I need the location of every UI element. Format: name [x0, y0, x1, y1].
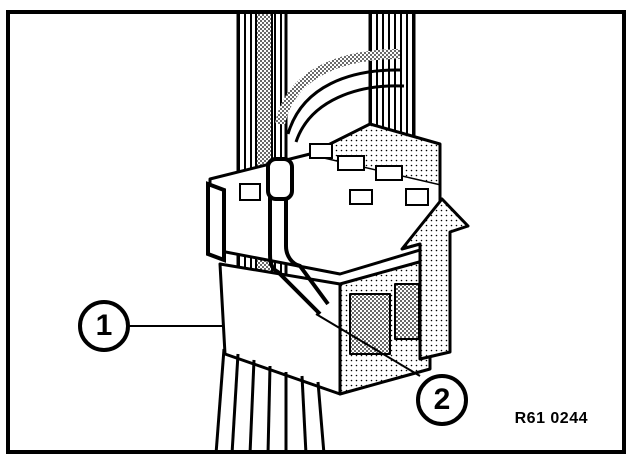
connector-housing [208, 122, 442, 396]
callout-1-label: 1 [95, 309, 113, 342]
wire-harness-lower [214, 348, 326, 450]
leader-lines [128, 313, 421, 377]
callout-1: 1 [78, 300, 130, 352]
callout-2-label: 2 [433, 383, 451, 416]
reference-code: R61 0244 [514, 410, 588, 427]
curved-wires [275, 49, 405, 143]
diagram-frame: 1 2 R61 0244 [6, 10, 626, 454]
connector-illustration [128, 14, 470, 450]
locking-clip [206, 157, 330, 316]
connector-pins [239, 143, 429, 206]
callout-2: 2 [416, 374, 468, 426]
release-arrow-icon [400, 197, 470, 361]
